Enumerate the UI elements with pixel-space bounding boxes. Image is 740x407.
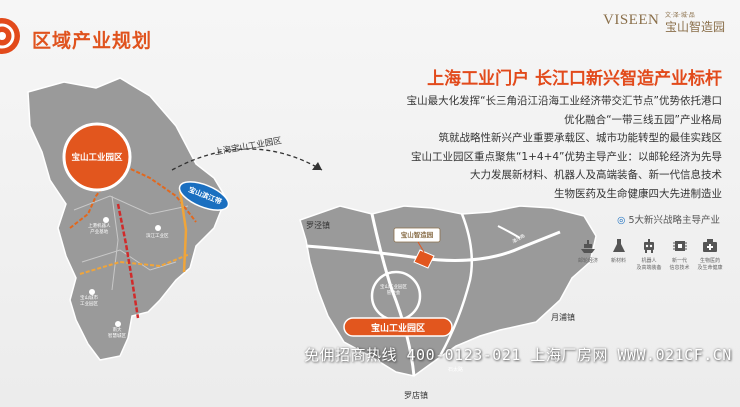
project-label: 宝山智造园: [400, 231, 434, 239]
town-label-luodian: 罗店镇: [404, 391, 428, 400]
route-line: [116, 203, 140, 319]
intro-line: 大力发展新材料、机器人及高端装备、新一代信息技术: [470, 169, 722, 182]
connector-arrow: [171, 148, 323, 171]
industry-item: 新材料: [605, 236, 633, 271]
section-title: 区域产业规划: [32, 30, 153, 52]
sub-label-robot-base: 上港机器人 产业基地: [88, 224, 111, 235]
watermark-text: 免佣招商热线 400-0123-021 上海厂房网 WWW.021CF.CN: [304, 346, 732, 364]
ship-icon: [581, 240, 595, 253]
intro-line: 宝山最大化发挥“长三角沿江沿海工业经济带交汇节点”优势依托港口: [406, 95, 722, 107]
route-line: [119, 163, 197, 223]
brand-sub: 文·泽·城·品: [665, 12, 695, 19]
left-park-label: 宝山工业园区: [71, 153, 123, 163]
robot-icon: [644, 239, 654, 253]
park-circle: [62, 122, 132, 192]
headline: 上海工业门户 长江口新兴智造产业标杆: [427, 69, 722, 89]
sub-label-city-park: 宝山城市 工业园区: [80, 296, 98, 307]
industry-item: 邮轮经济: [574, 236, 602, 271]
intro-lines: 宝山最大化发挥“长三角沿江沿海工业经济带交汇节点”优势依托港口 优化融合“一带三…: [407, 92, 722, 204]
industry-title: ◎ 5大新兴战略主导产业: [617, 215, 720, 226]
intro-line: 生物医药及生命健康四大先进制造业: [554, 187, 722, 200]
intro-line: 优化融合“一带三线五园”产业格局: [564, 113, 722, 126]
river-badge: [178, 181, 230, 211]
medical-icon: [703, 239, 717, 252]
flask-icon: [612, 239, 625, 252]
right-park-label: 宝山工业园区: [370, 324, 425, 334]
intro-line: 宝山工业园区重点聚焦“1+4+4”优势主导产业：以邮轮经济为先导: [410, 150, 722, 163]
title-circle-icon: [0, 18, 20, 54]
center-label: 宝山工业园区 管委会: [380, 285, 407, 296]
intro-line: 筑就战略性新兴产业重要承载区、城市功能转型的最佳实践区: [438, 132, 723, 145]
industry-title-text: 5大新兴战略主导产业: [628, 215, 720, 226]
chip-icon: [672, 241, 687, 251]
sub-label-nanda: 南大 智慧城区: [108, 328, 126, 339]
route-line: [79, 253, 191, 275]
town-label-luojing: 罗泾镇: [306, 221, 330, 230]
left-district-shape: [27, 77, 227, 361]
sub-label-binjiang: 滨江工业区: [146, 234, 169, 239]
road-label-shitai: 石太路: [448, 367, 464, 373]
industry-label: 机器人 及高端装备: [636, 258, 662, 271]
industry-label: 邮轮经济: [577, 258, 598, 264]
route-line: [178, 189, 188, 273]
industry-item: 机器人 及高端装备: [635, 236, 663, 271]
industry-icons: 邮轮经济 新材料 机器人 及高端装备 新一代 信息技术 生物医药 及生: [574, 236, 724, 271]
brand-cn: 宝山智造园: [665, 20, 726, 34]
brand-name: VISEEN: [603, 12, 660, 28]
project-marker: [413, 249, 435, 269]
route-line: [69, 179, 109, 229]
right-park-pill: [343, 317, 453, 337]
industry-label: 生物医药 及生命健康: [697, 258, 723, 271]
industry-label: 新材料: [610, 258, 626, 264]
brand-logo: VISEEN 文·泽·城·品 宝山智造园: [603, 8, 728, 38]
industry-item: 生物医药 及生命健康: [696, 236, 724, 271]
town-label-yuepu: 月浦镇: [551, 313, 575, 322]
industry-label: 新一代 信息技术: [669, 258, 690, 271]
industry-item: 新一代 信息技术: [666, 236, 694, 271]
